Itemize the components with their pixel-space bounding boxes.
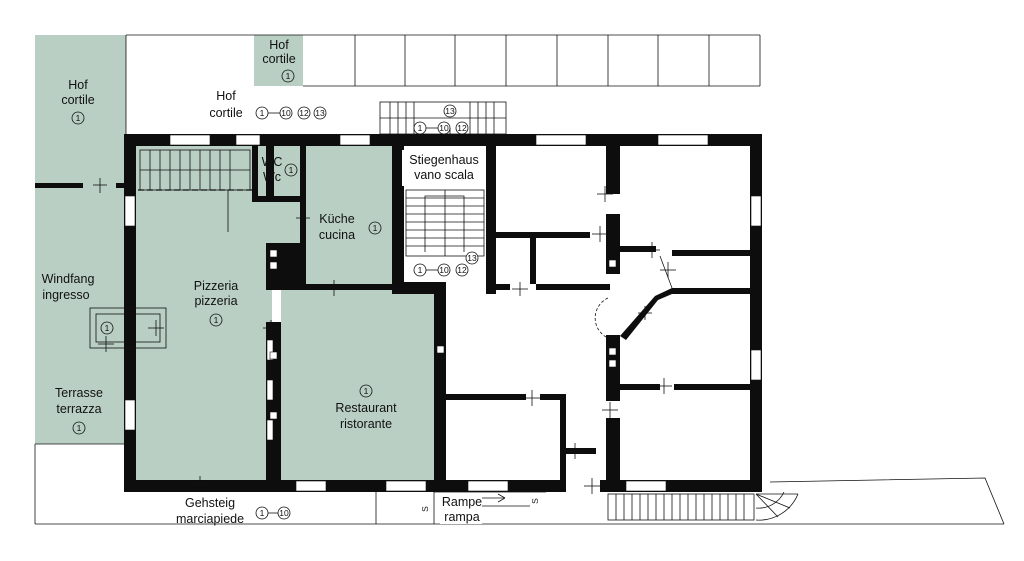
terrasse-ref: 1: [77, 423, 82, 433]
label-restaurant: 1 Restaurant ristorante: [335, 384, 397, 431]
hof-top-ref: 1: [286, 71, 291, 81]
label-gehsteig: Gehsteig marciapiede 1 10: [176, 496, 291, 526]
door-marks: [93, 128, 676, 494]
gehsteig-de: Gehsteig: [185, 496, 235, 510]
pizzeria-de: Pizzeria: [194, 279, 239, 293]
stiegenhaus-bottom-ref-1: 1: [418, 265, 423, 275]
stiegenhaus-bottom-ref-3: 12: [457, 265, 467, 275]
stiegenhaus-de: Stiegenhaus: [409, 153, 479, 167]
hof-center-ref-2: 10: [281, 108, 291, 118]
hof-center-it: cortile: [209, 106, 242, 120]
zone-hof-top: [254, 35, 303, 86]
rampe-mark-2: S: [530, 498, 540, 504]
hof-top-it: cortile: [262, 52, 295, 66]
stiegenhaus-top-r2: 1: [418, 123, 423, 133]
label-hof-top: Hof cortile 1: [262, 38, 296, 83]
kueche-ref: 1: [373, 223, 378, 233]
windows: [124, 134, 762, 492]
gehsteig-it: marciapiede: [176, 512, 244, 526]
kueche-de: Küche: [319, 212, 354, 226]
label-wc: WC Wc 1: [262, 155, 298, 184]
label-hof-center: Hof cortile 1 10 12 13: [209, 89, 327, 120]
hof-center-ref-4: 13: [315, 108, 325, 118]
zone-hof-left: [35, 35, 126, 185]
label-terrasse: Terrasse terrazza 1: [55, 386, 103, 435]
hof-center-ref-3: 12: [299, 108, 309, 118]
zone-restaurant: [281, 290, 434, 482]
stiegenhaus-it: vano scala: [414, 168, 474, 182]
stairs-stiegenhaus: [405, 189, 485, 257]
stairs-bottom-right: [607, 491, 799, 521]
restaurant-it: ristorante: [340, 417, 392, 431]
pizzeria-it: pizzeria: [194, 294, 237, 308]
zone-kueche: [305, 146, 395, 284]
restaurant-de: Restaurant: [335, 401, 397, 415]
label-kueche: Küche cucina 1: [319, 212, 382, 242]
hof-center-ref-1: 1: [260, 108, 265, 118]
label-stiegenhaus-top: 13 1 10 12: [418, 106, 467, 133]
kueche-it: cucina: [319, 228, 355, 242]
hatch-marks: [269, 249, 617, 420]
hof-top-de: Hof: [269, 38, 289, 52]
windfang-it: ingresso: [42, 288, 89, 302]
wc-it: Wc: [263, 170, 281, 184]
hof-center-de: Hof: [216, 89, 236, 103]
hof-left-it: cortile: [61, 93, 94, 107]
rampe-mark-1: S: [420, 506, 430, 512]
label-pizzeria: Pizzeria pizzeria 1: [194, 279, 239, 327]
stiegenhaus-top-r3: 10: [439, 123, 449, 133]
label-stiegenhaus: Stiegenhaus vano scala 1 10 12 13: [402, 150, 486, 277]
pizzeria-ref: 1: [214, 315, 219, 325]
stiegenhaus-top-r4: 12: [457, 123, 467, 133]
stiegenhaus-bottom-ref-2: 10: [439, 265, 449, 275]
green-zones: [35, 35, 434, 482]
rampe-de: Rampe: [442, 495, 482, 509]
label-rampe: Rampe rampa S S: [420, 494, 540, 524]
gehsteig-ref-2: 10: [279, 508, 289, 518]
label-hof-left: Hof cortile 1: [61, 78, 95, 125]
hof-left-de: Hof: [68, 78, 88, 92]
gehsteig-ref-1: 1: [260, 508, 265, 518]
wc-ref: 1: [289, 165, 294, 175]
stiegenhaus-top-r1: 13: [445, 106, 455, 116]
rampe-it: rampa: [444, 510, 479, 524]
label-stiegenhaus-top-refs: [413, 104, 469, 135]
terrasse-it: terrazza: [56, 402, 101, 416]
windfang-de: Windfang: [42, 272, 95, 286]
wc-de: WC: [262, 155, 283, 169]
hof-left-ref: 1: [76, 113, 81, 123]
zone-terrasse: [35, 185, 126, 444]
terrasse-de: Terrasse: [55, 386, 103, 400]
label-windfang: Windfang ingresso 1: [42, 272, 114, 335]
restaurant-ref: 1: [364, 386, 369, 396]
stiegenhaus-bottom-ref-4: 13: [467, 253, 477, 263]
outdoor-lines: [34, 34, 1005, 525]
windfang-ref: 1: [105, 323, 110, 333]
